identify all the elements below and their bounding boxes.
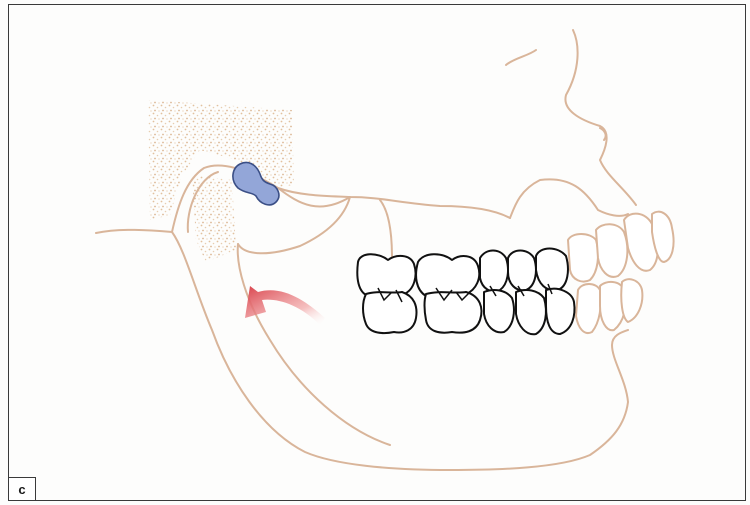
- frontal-profile: [565, 30, 636, 205]
- zygomatic-arch: [238, 188, 350, 253]
- orbit-line: [506, 50, 536, 65]
- posterior-teeth-lower: [363, 289, 574, 335]
- posterior-teeth-upper: [357, 249, 568, 297]
- panel-label: c: [8, 477, 36, 501]
- cranial-bone-texture: [148, 100, 294, 262]
- anterior-teeth: [568, 212, 674, 333]
